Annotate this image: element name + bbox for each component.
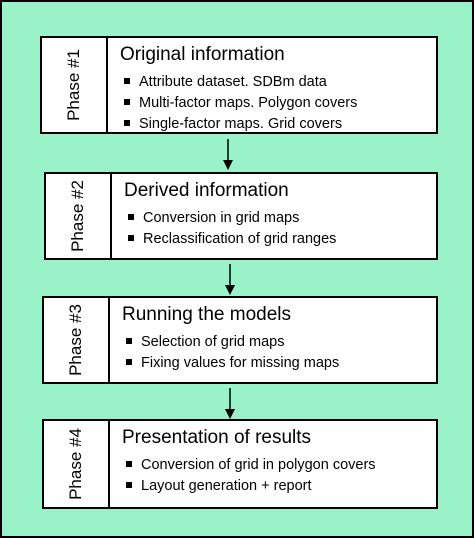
- phase-1-box: Phase #1 Original information Attribute …: [40, 36, 438, 134]
- phase-3-box: Phase #3 Running the models Selection of…: [42, 296, 438, 384]
- bullet-icon: [124, 120, 130, 127]
- phase-4-box: Phase #4 Presentation of results Convers…: [42, 419, 438, 509]
- list-item: Single-factor maps. Grid covers: [120, 114, 436, 135]
- phase-1-title: Original information: [120, 44, 285, 65]
- bullet-icon: [126, 461, 132, 468]
- phase-2-list: Conversion in grid maps Reclassification…: [124, 208, 436, 250]
- list-item: Layout generation + report: [122, 476, 436, 497]
- list-item: Selection of grid maps: [122, 332, 436, 353]
- phase-3-list: Selection of grid maps Fixing values for…: [122, 332, 436, 374]
- phase-1-label-cell: Phase #1: [42, 38, 108, 132]
- phase-2-box: Phase #2 Derived information Conversion …: [44, 172, 438, 260]
- list-item: Multi-factor maps. Polygon covers: [120, 93, 436, 114]
- phase-4-body: Presentation of results Conversion of gr…: [110, 421, 436, 507]
- phase-1-list: Attribute dataset. SDBm data Multi-facto…: [120, 72, 436, 135]
- phase-3-title: Running the models: [122, 304, 291, 325]
- arrow-down-icon: [225, 388, 235, 419]
- phase-1-label: Phase #1: [64, 49, 83, 121]
- list-item: Reclassification of grid ranges: [124, 229, 436, 250]
- bullet-icon: [124, 78, 130, 85]
- phase-1-body: Original information Attribute dataset. …: [108, 38, 436, 132]
- bullet-icon: [124, 99, 130, 106]
- bullet-icon: [128, 235, 134, 242]
- phase-4-label-cell: Phase #4: [44, 421, 110, 507]
- phase-3-label: Phase #3: [66, 304, 85, 376]
- phase-4-list: Conversion of grid in polygon covers Lay…: [122, 455, 436, 497]
- bullet-icon: [126, 338, 132, 345]
- arrow-down-icon: [225, 264, 235, 295]
- bullet-icon: [126, 482, 132, 489]
- list-item: Conversion in grid maps: [124, 208, 436, 229]
- bullet-icon: [126, 359, 132, 366]
- phase-4-title: Presentation of results: [122, 427, 312, 448]
- phase-3-body: Running the models Selection of grid map…: [110, 298, 436, 382]
- phase-4-label: Phase #4: [66, 428, 85, 500]
- arrow-down-icon: [223, 139, 233, 170]
- list-item: Conversion of grid in polygon covers: [122, 455, 436, 476]
- phase-2-title: Derived information: [124, 180, 289, 201]
- list-item: Fixing values for missing maps: [122, 353, 436, 374]
- phase-2-body: Derived information Conversion in grid m…: [112, 174, 436, 258]
- phase-3-label-cell: Phase #3: [44, 298, 110, 382]
- phase-2-label: Phase #2: [68, 180, 87, 252]
- phase-2-label-cell: Phase #2: [46, 174, 112, 258]
- bullet-icon: [128, 214, 134, 221]
- list-item: Attribute dataset. SDBm data: [120, 72, 436, 93]
